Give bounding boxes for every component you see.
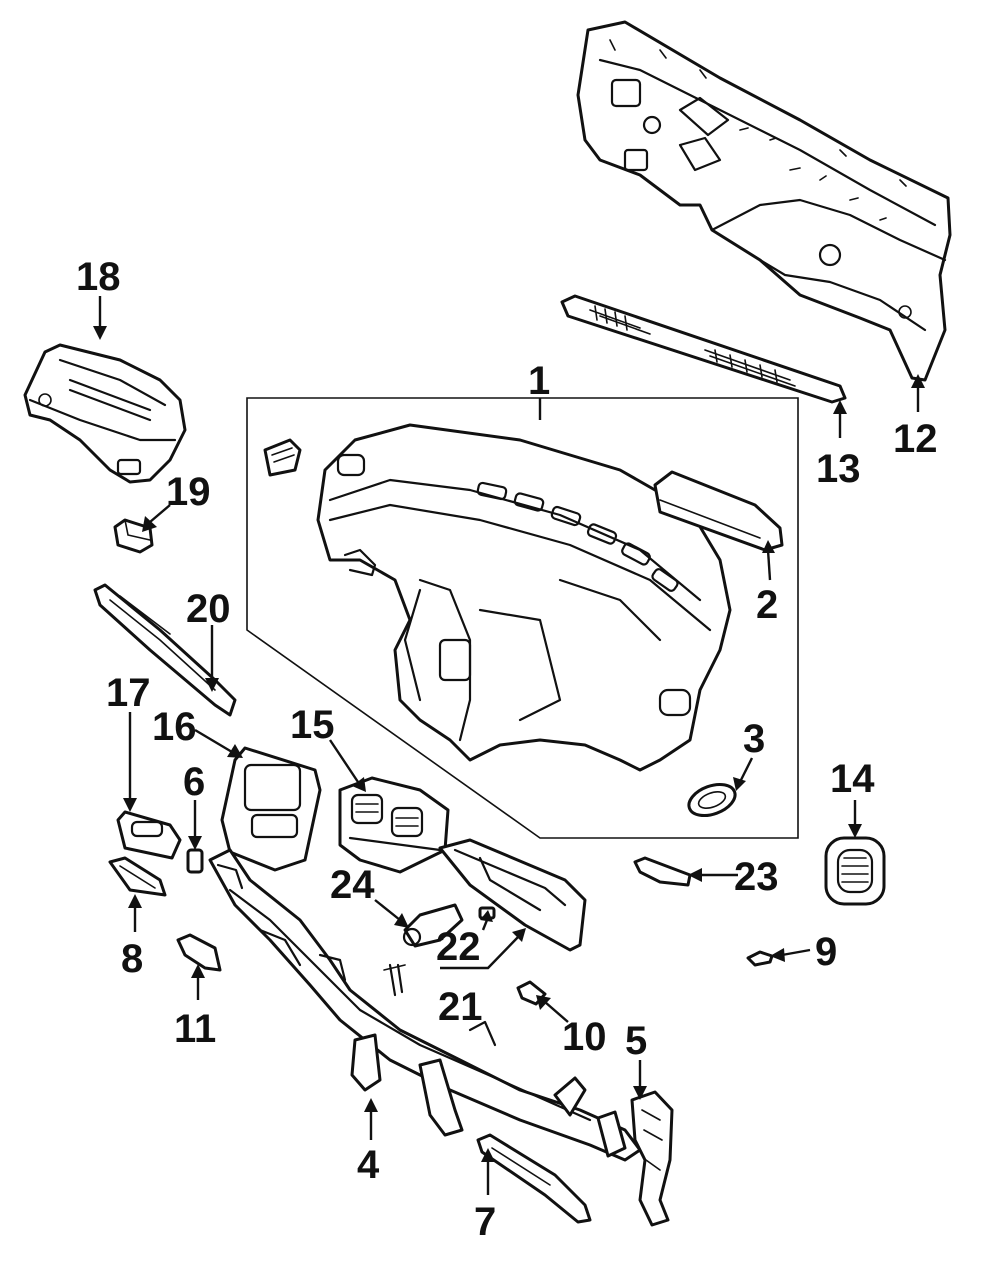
callout-20: 20: [186, 587, 231, 631]
callout-16: 16: [152, 705, 197, 749]
part-2-glove-lid-pad: [653, 470, 784, 552]
callout-3: 3: [743, 717, 765, 761]
callout-14: 14: [830, 757, 875, 801]
part-12-dash-panel: [576, 20, 952, 382]
callout-15: 15: [290, 703, 335, 747]
part-7-lower-reinforcement: [476, 1133, 592, 1224]
callout-10: 10: [562, 1015, 607, 1059]
part-1-group-frame: [246, 397, 799, 839]
callout-7: 7: [474, 1200, 496, 1244]
part-4-steering-support: [208, 848, 642, 1162]
callout-8: 8: [121, 937, 143, 981]
callout-4: 4: [357, 1143, 380, 1187]
callout-18: 18: [76, 255, 121, 299]
part-20-lower-cover: [93, 583, 237, 717]
part-24-lock-cylinder: [383, 903, 464, 997]
part-15-center-vent: [338, 776, 450, 874]
part-18-cluster-hood: [23, 343, 187, 484]
part-8-bracket: [108, 856, 167, 897]
part-23-bracket: [633, 856, 692, 887]
part-11-bracket: [176, 933, 222, 972]
callout-2: 2: [756, 583, 778, 627]
part-5-side-bracket: [630, 1090, 674, 1227]
callout-21: 21: [438, 985, 483, 1029]
part-13-defroster-nozzle: [560, 294, 847, 404]
part-6-clip: [186, 848, 204, 874]
callout-5: 5: [625, 1019, 647, 1063]
callout-13: 13: [816, 447, 861, 491]
callout-19: 19: [166, 470, 211, 514]
callout-17: 17: [106, 671, 151, 715]
callout-11: 11: [174, 1007, 216, 1051]
part-16-cluster-bezel: [220, 746, 322, 872]
part-9-screw: [746, 950, 774, 967]
callout-22: 22: [436, 925, 481, 969]
leader-lines: [93, 296, 925, 1195]
part-3-vent: [687, 782, 737, 818]
part-17-switch-cover: [116, 810, 182, 860]
part-1-instrument-panel: [263, 423, 732, 772]
callout-labels: 1 2 3 4 5 6 7 8 9 10 11 12 13 14 15 16 1…: [76, 255, 938, 1244]
callout-23: 23: [734, 855, 779, 899]
callout-1: 1: [528, 359, 550, 403]
callout-12: 12: [893, 417, 938, 461]
part-14-side-vent: [824, 836, 886, 906]
callout-9: 9: [815, 930, 837, 974]
part-21-glove-box: [438, 838, 587, 952]
callout-24: 24: [330, 863, 375, 907]
callout-6: 6: [183, 760, 205, 804]
